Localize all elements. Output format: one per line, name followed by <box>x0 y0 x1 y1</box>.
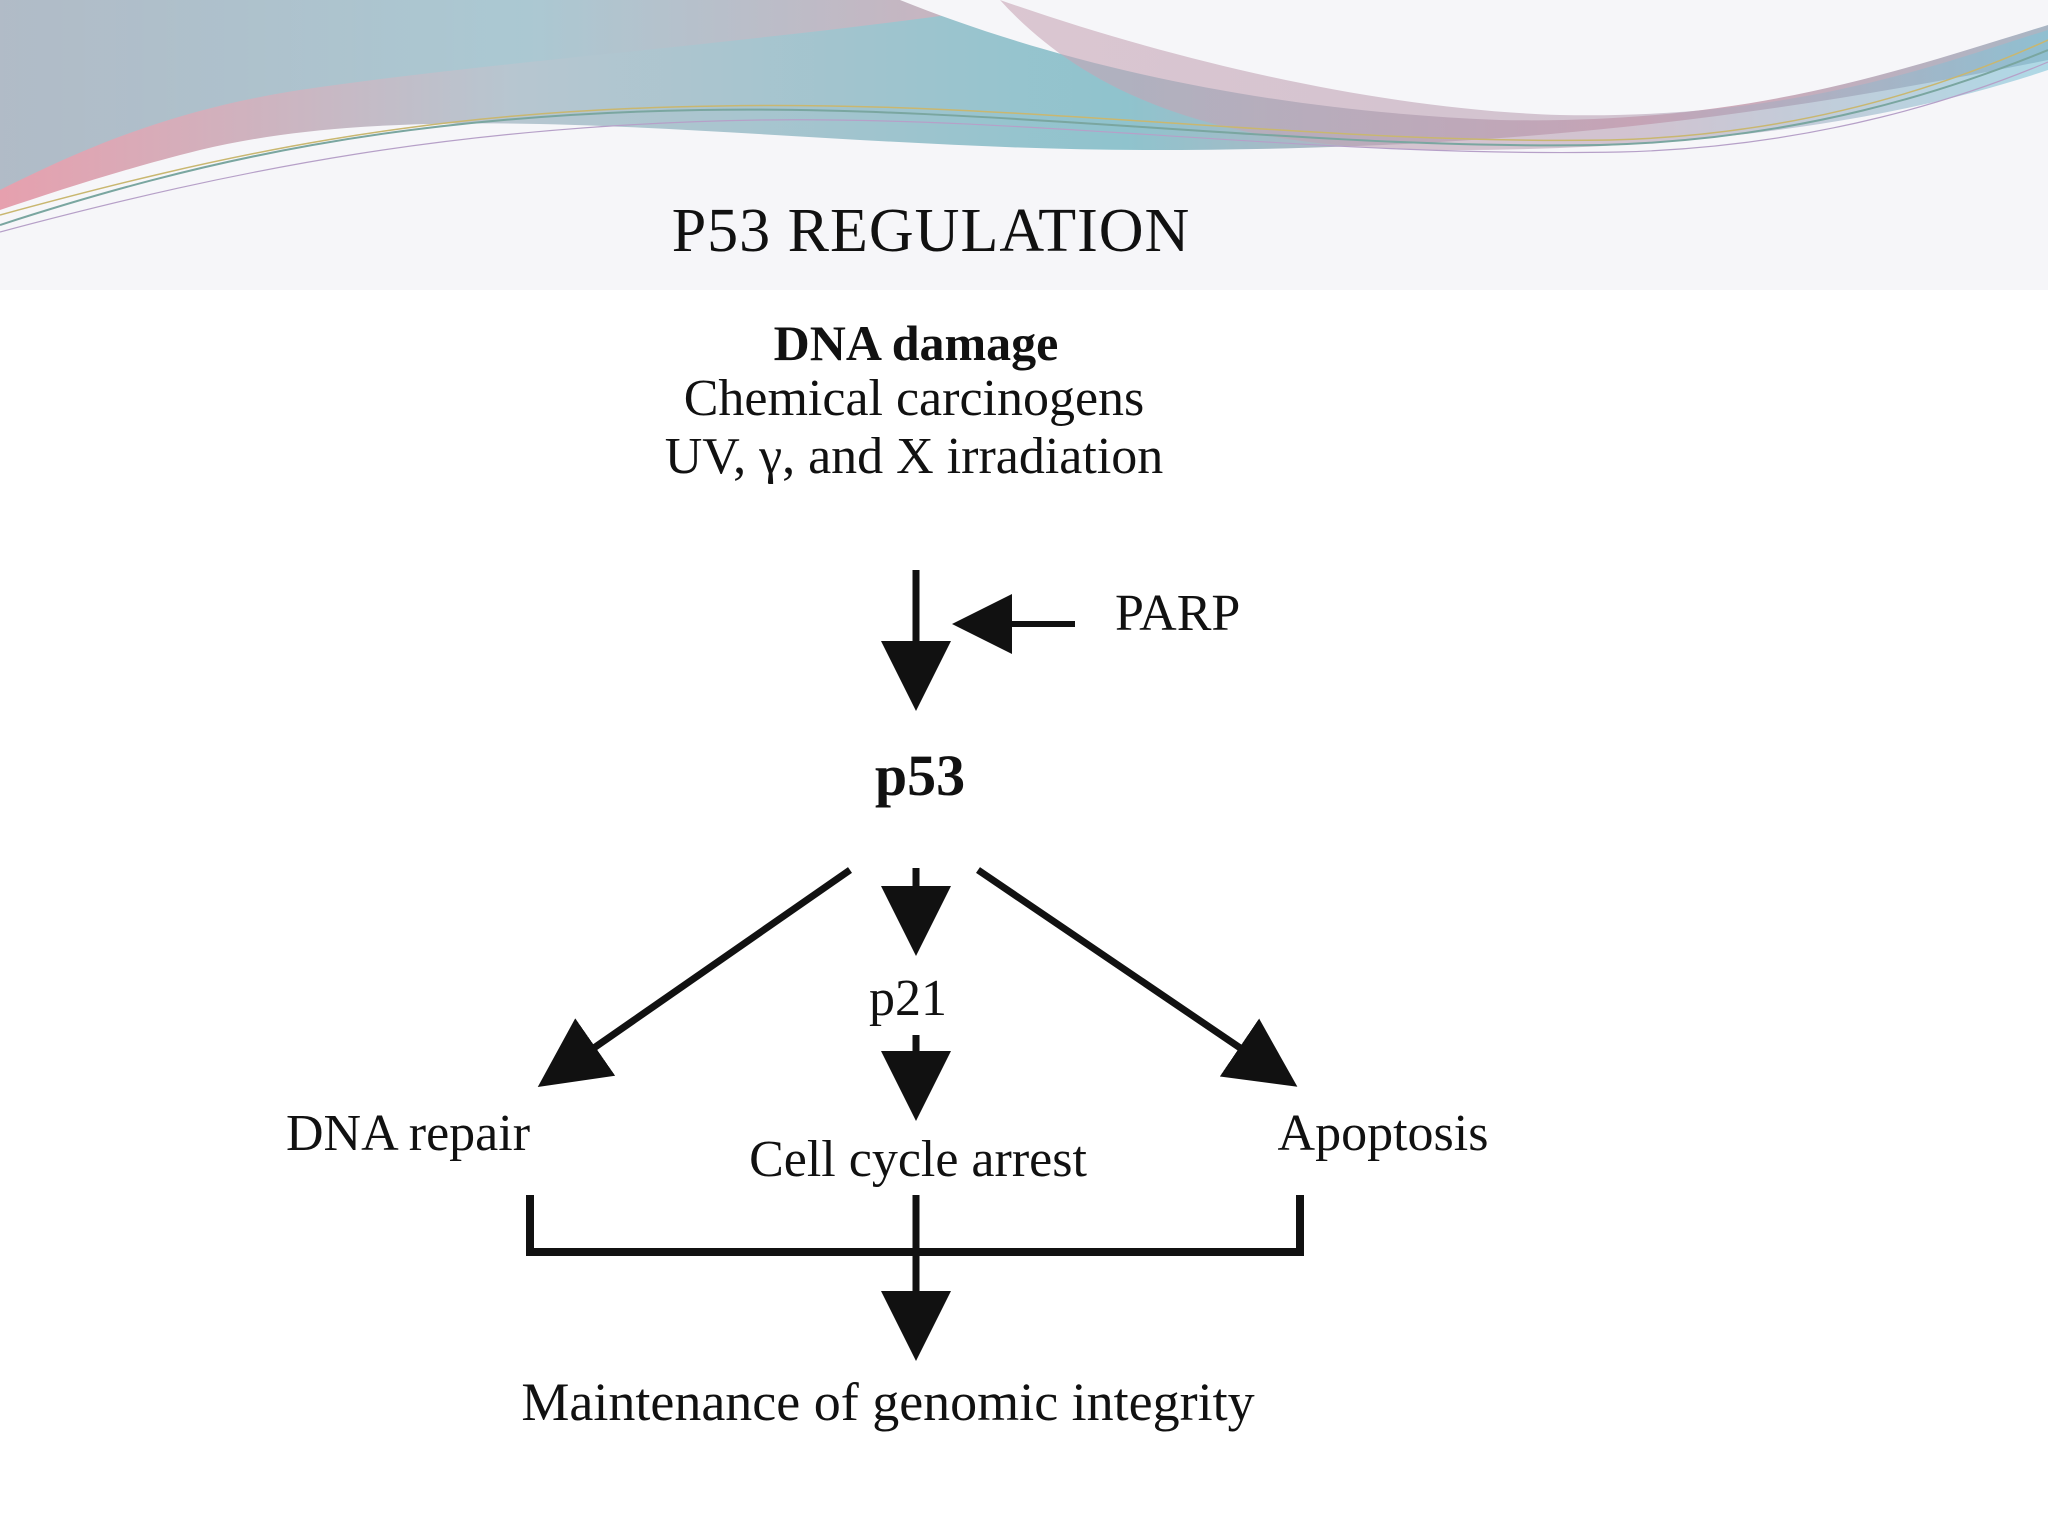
arrow-p53-to-dna-repair <box>537 867 852 1087</box>
dna-damage-heading: DNA damage <box>774 315 1059 371</box>
source-line-irradiation: UV, γ, and X irradiation <box>665 428 1164 485</box>
result-genomic-integrity: Maintenance of genomic integrity <box>521 1372 1254 1432</box>
source-line-carcinogens: Chemical carcinogens <box>684 370 1145 427</box>
outcome-dna-repair: DNA repair <box>286 1105 530 1162</box>
p53-label: p53 <box>875 743 965 808</box>
outcome-cell-cycle-arrest: Cell cycle arrest <box>749 1131 1087 1188</box>
slide-title: P53 REGULATION <box>671 197 1191 265</box>
arrow-p53-to-apoptosis <box>976 867 1298 1087</box>
outcome-apoptosis: Apoptosis <box>1278 1105 1489 1162</box>
p21-label: p21 <box>869 970 947 1027</box>
parp-label: PARP <box>1115 585 1240 642</box>
decorative-wave-banner <box>0 0 2048 233</box>
